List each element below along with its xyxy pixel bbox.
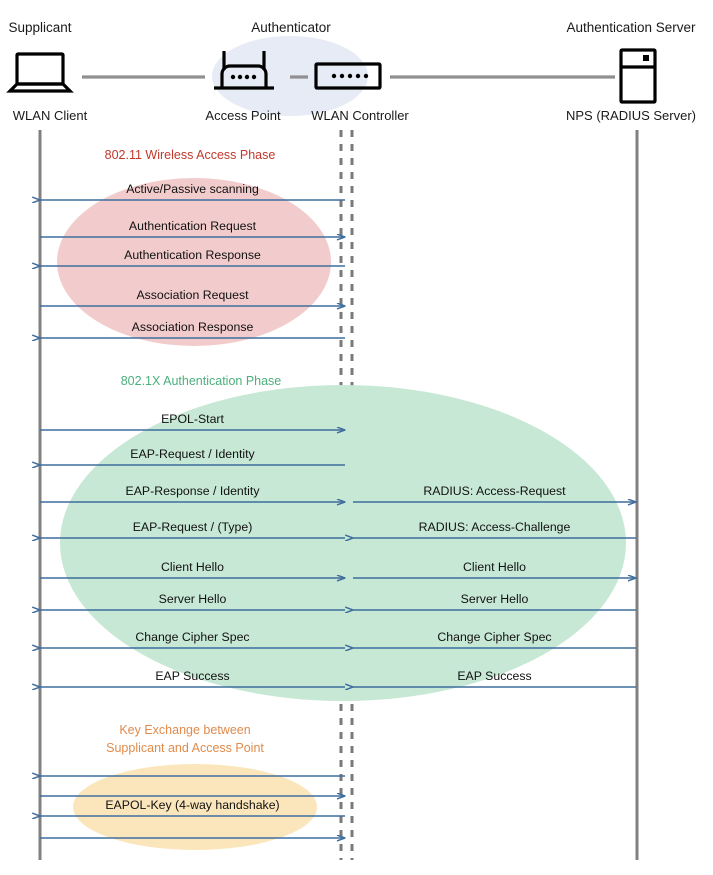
router-icon	[214, 51, 274, 90]
message-label: EAP Success	[155, 669, 229, 683]
message-label: RADIUS: Access-Request	[423, 484, 566, 498]
actor-role-supplicant: Supplicant	[8, 20, 71, 35]
switch-icon	[314, 62, 382, 90]
actor-device-wlan-controller: WLAN Controller	[311, 108, 409, 123]
message-label: Server Hello	[461, 592, 529, 606]
phase-label-key-exchange-line1: Key Exchange between	[119, 723, 250, 737]
message-label: Server Hello	[159, 592, 227, 606]
message-label: EPOL-Start	[161, 412, 224, 426]
phase-label-dot1x: 802.1X Authentication Phase	[121, 374, 282, 388]
message-label: Client Hello	[463, 560, 526, 574]
server-tower-icon	[619, 48, 657, 104]
actor-device-access-point: Access Point	[205, 108, 281, 123]
message-label: Association Response	[132, 320, 254, 334]
laptop-icon	[6, 52, 74, 93]
phase-label-key-exchange-line2: Supplicant and Access Point	[106, 741, 264, 755]
message-label: Authentication Request	[129, 219, 257, 233]
message-label: Authentication Response	[124, 248, 261, 262]
message-label: EAPOL-Key (4-way handshake)	[105, 798, 279, 812]
message-label: EAP Success	[457, 669, 531, 683]
message-label: Active/Passive scanning	[126, 182, 259, 196]
message-label: EAP-Request / (Type)	[133, 520, 253, 534]
actor-device-nps: NPS (RADIUS Server)	[566, 108, 696, 123]
message-label: Change Cipher Spec	[135, 630, 249, 644]
actor-role-auth-server: Authentication Server	[566, 20, 696, 35]
message-label: Association Request	[136, 288, 249, 302]
phase-ellipse-dot1x	[60, 385, 626, 701]
actor-role-authenticator: Authenticator	[251, 20, 331, 35]
phase-label-wireless-access: 802.11 Wireless Access Phase	[105, 148, 276, 162]
message-label: RADIUS: Access-Challenge	[419, 520, 571, 534]
message-label: Change Cipher Spec	[437, 630, 551, 644]
phase-ellipse-key-exchange	[73, 764, 317, 850]
message-label: EAP-Response / Identity	[126, 484, 261, 498]
message-label: EAP-Request / Identity	[130, 447, 255, 461]
phase-ellipse-wireless-access	[57, 178, 331, 346]
actor-device-wlan-client: WLAN Client	[13, 108, 88, 123]
message-label: Client Hello	[161, 560, 224, 574]
